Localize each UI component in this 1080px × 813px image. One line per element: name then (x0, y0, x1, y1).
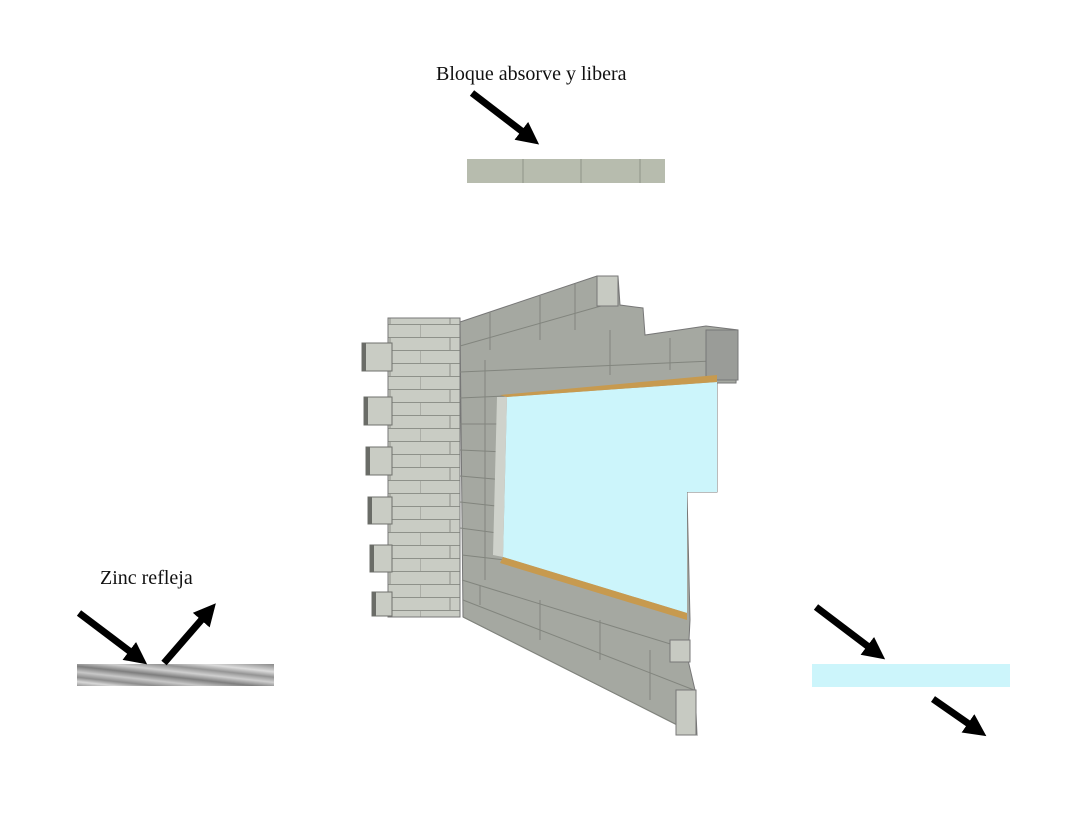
block-wall-illustration (361, 275, 739, 736)
concrete-block-bar (467, 159, 665, 183)
zinc-label: Zinc refleja (100, 567, 193, 589)
arrow-through-glass-icon (931, 696, 987, 737)
block-label: Bloque absorve y libera (436, 63, 627, 85)
zinc-bar (77, 664, 274, 686)
window-glass (503, 382, 717, 613)
arrow-into-block-icon (469, 90, 540, 145)
arrow-into-glass-icon (813, 604, 886, 660)
arrow-into-zinc-icon (76, 610, 148, 665)
arrow-reflected-icon (161, 603, 216, 666)
glass-bar (812, 664, 1010, 687)
